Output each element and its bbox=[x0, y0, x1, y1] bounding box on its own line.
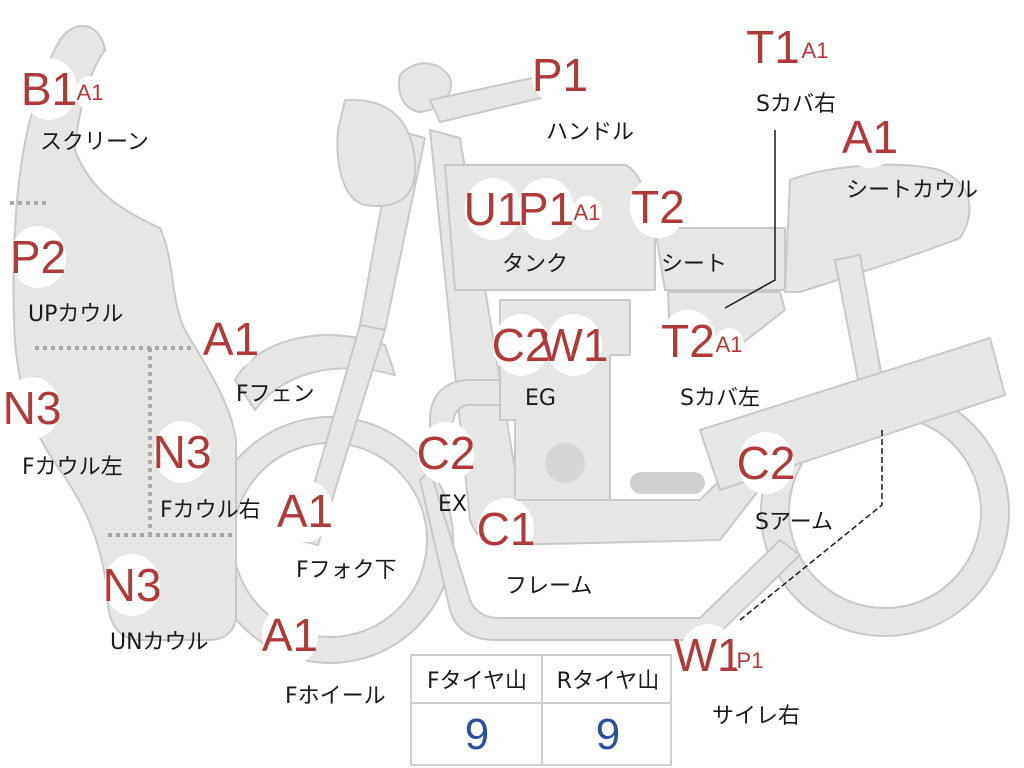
label-frame: フレーム bbox=[505, 574, 593, 599]
rear-tire-header: Rタイヤ山 bbox=[556, 669, 660, 694]
front-tire-value: 9 bbox=[464, 710, 490, 759]
grade-badge-f-fork-lower: A1 bbox=[277, 480, 333, 542]
table-divider-vertical bbox=[541, 656, 543, 764]
grade-badge-up-cowl: P2 bbox=[10, 226, 66, 288]
label-seat-cowl: シートカウル bbox=[846, 178, 979, 203]
grade-badge-handle: P1 bbox=[532, 44, 588, 106]
label-un-cowl: UNカウル bbox=[110, 630, 209, 655]
grade-badge-s-cover-left-sub: A1 bbox=[714, 328, 744, 362]
rear-tire-value: 9 bbox=[595, 710, 621, 759]
label-screen: スクリーン bbox=[40, 130, 149, 155]
grade-badge-silencer-right-sub: P1 bbox=[735, 644, 765, 678]
label-s-cover-left: Sカバ左 bbox=[680, 386, 760, 411]
label-up-cowl: UPカウル bbox=[28, 302, 124, 327]
grade-badge-s-cover-left: T2 bbox=[660, 310, 716, 372]
label-f-wheel: Fホイール bbox=[285, 684, 386, 709]
grade-badge-un-cowl: N3 bbox=[103, 554, 161, 616]
grade-badge-engine-1: C2 bbox=[492, 314, 550, 376]
grade-badge-tank-2: P1 bbox=[518, 178, 574, 240]
label-handle: ハンドル bbox=[546, 120, 635, 145]
headlight-shape bbox=[336, 98, 417, 207]
grade-badge-seat: T2 bbox=[630, 176, 686, 238]
label-swing-arm: Sアーム bbox=[755, 510, 833, 535]
grade-badge-f-wheel: A1 bbox=[262, 604, 318, 666]
label-f-fender: Fフェン bbox=[236, 382, 315, 407]
grade-badge-f-cowl-right: N3 bbox=[153, 421, 211, 483]
grade-badge-swing-arm: C2 bbox=[737, 432, 795, 494]
grade-badge-tank-sub: A1 bbox=[572, 196, 602, 230]
front-tire-header: Fタイヤ山 bbox=[427, 669, 527, 694]
grade-badge-frame: C1 bbox=[477, 498, 535, 560]
label-engine: EG bbox=[525, 386, 556, 411]
grade-badge-s-cover-right-sub: A1 bbox=[800, 34, 830, 68]
label-f-cowl-left: Fカウル左 bbox=[22, 455, 123, 480]
grade-badge-tank-1: U1 bbox=[464, 178, 522, 240]
label-seat: シート bbox=[661, 252, 728, 277]
label-f-cowl-right: Fカウル右 bbox=[160, 498, 261, 523]
grade-badge-s-cover-right: T1 bbox=[745, 16, 801, 78]
label-s-cover-right: Sカバ右 bbox=[756, 92, 836, 117]
label-exhaust: EX bbox=[438, 492, 467, 517]
grade-badge-silencer-right: W1 bbox=[674, 624, 743, 686]
grade-badge-exhaust: C2 bbox=[417, 422, 475, 484]
grade-badge-engine-2: W1 bbox=[540, 314, 609, 376]
tire-tread-table: Fタイヤ山 Rタイヤ山 9 9 bbox=[410, 654, 672, 766]
label-tank: タンク bbox=[502, 252, 569, 277]
label-f-fork-lower: Fフォク下 bbox=[296, 558, 397, 583]
label-silencer-right: サイレ右 bbox=[712, 704, 801, 729]
grade-badge-f-fender: A1 bbox=[203, 308, 259, 370]
grade-badge-screen: B1 bbox=[21, 58, 77, 120]
grade-badge-screen-sub: A1 bbox=[75, 76, 105, 110]
grade-badge-f-cowl-left: N3 bbox=[3, 377, 61, 439]
grade-badge-seat-cowl: A1 bbox=[842, 106, 898, 168]
